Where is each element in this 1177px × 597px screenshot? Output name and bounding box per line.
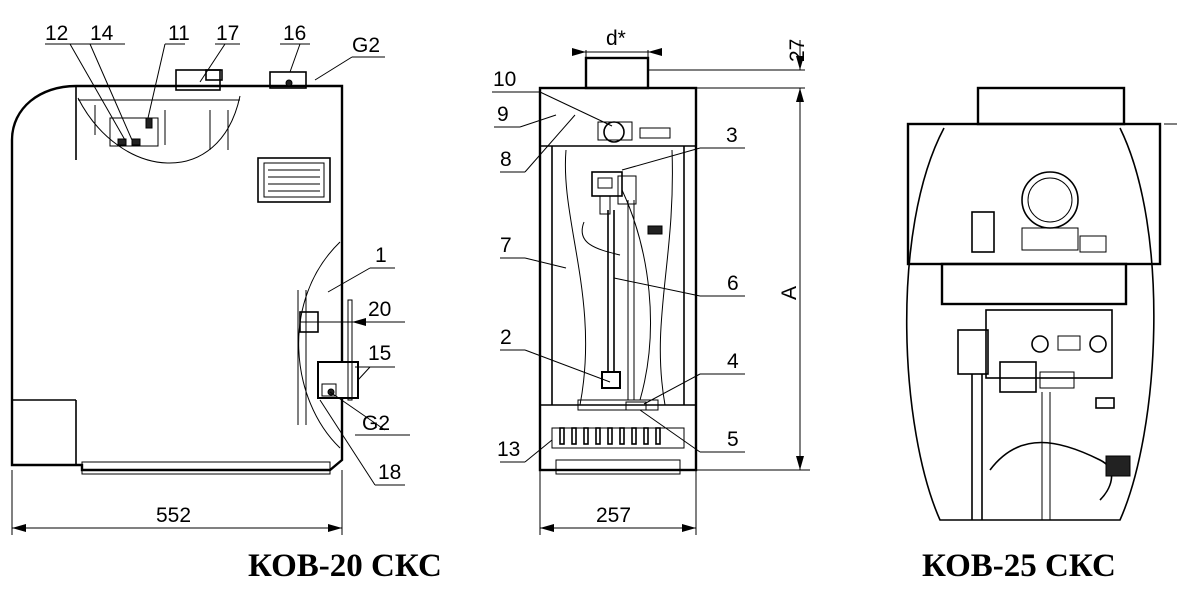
detail-view [905,86,1162,521]
label-7: 7 [500,234,512,257]
label-9: 9 [497,103,509,126]
detail-cut-outline [905,127,1155,521]
label-1: 1 [375,244,387,267]
front-housing [538,86,698,472]
label-16: 16 [283,22,306,45]
side-housing [10,84,344,472]
front-width-dimension: 257 [596,504,631,527]
side-view-leaders [11,43,410,535]
label-A: A [778,286,801,300]
label-5: 5 [727,428,739,451]
label-13: 13 [497,438,520,461]
label-12: 12 [45,22,68,45]
label-g2-top: G2 [352,34,380,57]
label-4: 4 [727,350,739,373]
label-2: 2 [500,326,512,349]
label-20: 20 [368,298,391,321]
label-3: 3 [726,124,738,147]
label-6: 6 [727,272,739,295]
front-view-leaders [492,40,810,535]
label-14: 14 [90,22,114,45]
label-10: 10 [493,68,516,91]
side-width-dimension: 552 [156,504,191,527]
label-27: 27 [786,39,809,62]
side-view [10,69,359,475]
label-18: 18 [378,461,401,484]
flue-outlet [584,56,650,90]
nameplate [257,157,331,203]
detail-gauge [1021,171,1079,229]
label-11: 11 [168,22,190,45]
label-8: 8 [500,148,512,171]
title-kov-25: КОВ-25 СКС [922,548,1116,584]
label-17: 17 [216,22,239,45]
label-g2-bottom: G2 [362,412,390,435]
front-view [538,56,698,475]
label-d: d* [606,27,626,50]
label-15: 15 [368,342,391,365]
detail-flue [976,86,1126,126]
title-kov-20: КОВ-20 СКС [248,548,442,584]
